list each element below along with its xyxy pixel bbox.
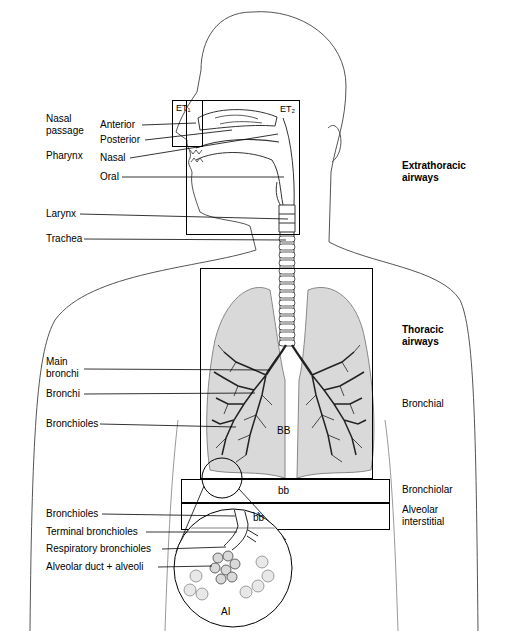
tracheal-ring — [279, 324, 295, 330]
region-band: AI — [181, 503, 390, 530]
anatomy-label: Oral — [100, 171, 119, 183]
anatomy-label: Larynx — [46, 208, 76, 220]
lung — [297, 287, 374, 478]
region-heading: Extrathoracic airways — [402, 160, 477, 184]
alveolus — [256, 556, 268, 568]
tracheal-ring — [279, 316, 295, 322]
anatomy-label: Nasal — [100, 152, 126, 164]
anatomy-label: Trachea — [46, 233, 82, 245]
alveolus — [252, 580, 264, 592]
region-code: ET₁ — [176, 102, 191, 114]
ear — [328, 125, 341, 162]
turbinate — [215, 115, 262, 124]
region-code: bb — [253, 512, 264, 524]
magnified-area — [202, 458, 242, 498]
alveolus — [221, 565, 231, 575]
larynx — [279, 205, 295, 232]
anatomy-label: Nasal passage — [46, 113, 88, 137]
anatomy-label: Alveolar interstitial — [402, 504, 462, 528]
alveolus — [216, 574, 226, 584]
magnifier-line — [176, 486, 286, 552]
region-box: ET₂ — [186, 100, 300, 235]
arm-outline — [165, 420, 398, 631]
alveolus — [230, 559, 240, 569]
anatomy-label: Pharynx — [46, 150, 83, 162]
region-box: ET₁ — [172, 100, 203, 147]
anatomy-label: Main bronchi — [46, 356, 91, 380]
region-heading: Thoracic airways — [402, 324, 462, 348]
body-outline — [30, 12, 256, 631]
anatomy-label: Bronchioles — [46, 418, 98, 430]
alveolus — [223, 551, 233, 561]
alveolus — [196, 588, 208, 600]
tracheal-ring — [279, 252, 295, 258]
region-code: AI — [221, 606, 230, 618]
bronchiole — [216, 345, 362, 462]
main-bronchus — [266, 345, 312, 375]
tracheal-ring — [279, 340, 295, 346]
anatomy-label: Bronchioles — [46, 508, 98, 520]
anatomy-label: Alveolar duct + alveoli — [46, 561, 144, 573]
alveolus — [227, 572, 237, 582]
nasal-cavity — [198, 110, 277, 130]
region-code: ET₂ — [280, 103, 295, 115]
alveolus — [210, 563, 220, 573]
region-code: bb — [278, 485, 289, 497]
bronchus — [212, 352, 366, 455]
tracheal-ring — [279, 268, 295, 274]
tracheal-ring — [279, 244, 295, 250]
anatomy-label: Posterior — [100, 134, 140, 146]
alveolus — [184, 584, 196, 596]
tracheal-ring — [279, 300, 295, 306]
region-code: AI — [250, 511, 259, 523]
inset-circle: bbAI — [173, 508, 293, 628]
region-boundary — [170, 528, 300, 529]
circle-outline — [174, 509, 292, 627]
tongue — [196, 153, 283, 206]
tracheal-ring — [279, 276, 295, 282]
anatomy-label: Terminal bronchioles — [46, 526, 138, 538]
tracheal-ring — [279, 308, 295, 314]
alveolus — [213, 553, 223, 563]
leader-line — [102, 514, 237, 567]
region-box: BB — [200, 268, 373, 479]
palate — [196, 140, 279, 148]
tracheal-ring — [279, 236, 295, 242]
tracheal-ring — [279, 284, 295, 290]
anatomy-label: Bronchial — [402, 398, 444, 410]
anatomy-label: Bronchiolar — [402, 484, 453, 496]
tracheal-ring — [279, 292, 295, 298]
anatomy-label: Anterior — [100, 119, 135, 131]
bronchiole-tube — [224, 508, 258, 550]
pharynx-wall — [276, 118, 294, 206]
body-outline — [252, 12, 478, 631]
region-code: BB — [277, 425, 290, 437]
alveolus — [262, 570, 274, 582]
tracheal-ring — [279, 260, 295, 266]
alveolus — [240, 586, 252, 598]
anatomy-label: Respiratory bronchioles — [46, 543, 151, 555]
trachea — [280, 232, 294, 346]
anatomy-label: Bronchi — [46, 388, 80, 400]
tracheal-ring — [279, 332, 295, 338]
leader-line — [80, 123, 288, 427]
circle-outline — [173, 508, 293, 628]
lung — [207, 287, 285, 478]
teeth — [190, 150, 203, 162]
alveolus — [190, 570, 202, 582]
region-band: bb — [181, 479, 390, 503]
